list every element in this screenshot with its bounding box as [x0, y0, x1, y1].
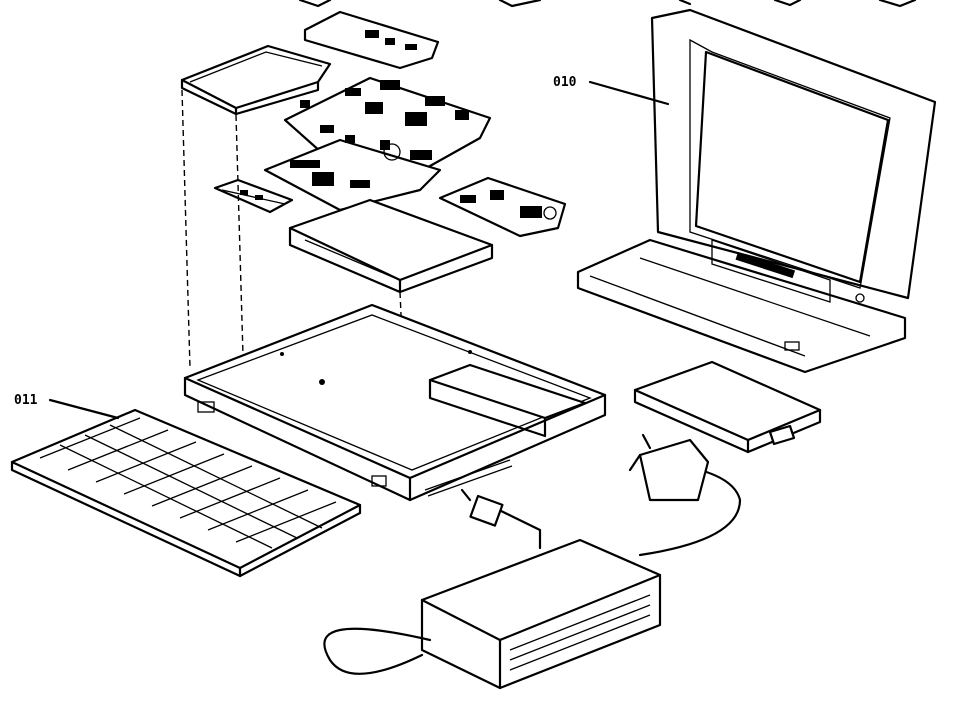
callout-label-011: 011: [14, 393, 38, 408]
system-board: [263, 76, 492, 212]
callout-011: 011: [14, 393, 120, 420]
hard-disk-drive: [180, 44, 332, 116]
io-card: [438, 176, 567, 238]
memory-module: [213, 178, 294, 214]
callout-label-010: 010: [553, 75, 577, 90]
base-case: [183, 303, 607, 502]
ac-adapter: [323, 433, 742, 690]
floppy-drive: [288, 198, 494, 294]
keyboard: [10, 408, 362, 578]
display-unit: [576, 8, 937, 374]
callout-010: 010: [553, 75, 670, 106]
top-edge-fragments: [298, 0, 917, 8]
alignment-lines: [181, 89, 409, 471]
expansion-board: [303, 10, 440, 70]
battery-pack: [633, 360, 822, 454]
